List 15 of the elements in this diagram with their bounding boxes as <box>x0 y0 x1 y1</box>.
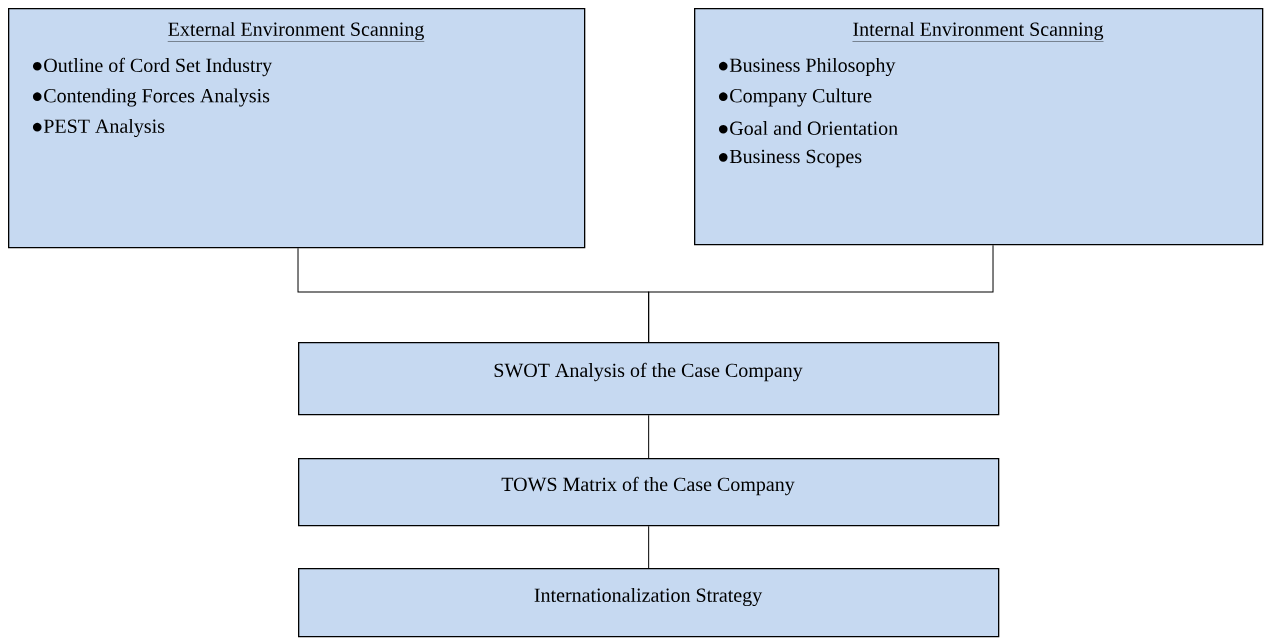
bullet-item: ●PEST Analysis <box>32 118 165 138</box>
bullet-item: ●Goal and Orientation <box>718 120 898 136</box>
box-label: SWOT Analysis of the Case Company <box>494 362 803 382</box>
connector-line <box>648 525 650 569</box>
bullet-item: ●Business Philosophy <box>718 57 896 77</box>
box-label: TOWS Matrix of the Case Company <box>501 476 795 496</box>
bullet-item: ●Contending Forces Analysis <box>32 88 270 107</box>
bullet-item: ●Business Scopes <box>718 149 862 168</box>
bullet-item: ●Company Culture <box>718 88 872 107</box>
box-label: Internationalization Strategy <box>534 587 763 607</box>
heading-text: External Environment Scanning <box>167 21 425 42</box>
bullet-item: ●Outline of Cord Set Industry <box>32 57 273 77</box>
connector-line <box>648 244 994 343</box>
connector-line <box>648 414 650 459</box>
heading-text: Internal Environment Scanning <box>852 21 1104 42</box>
